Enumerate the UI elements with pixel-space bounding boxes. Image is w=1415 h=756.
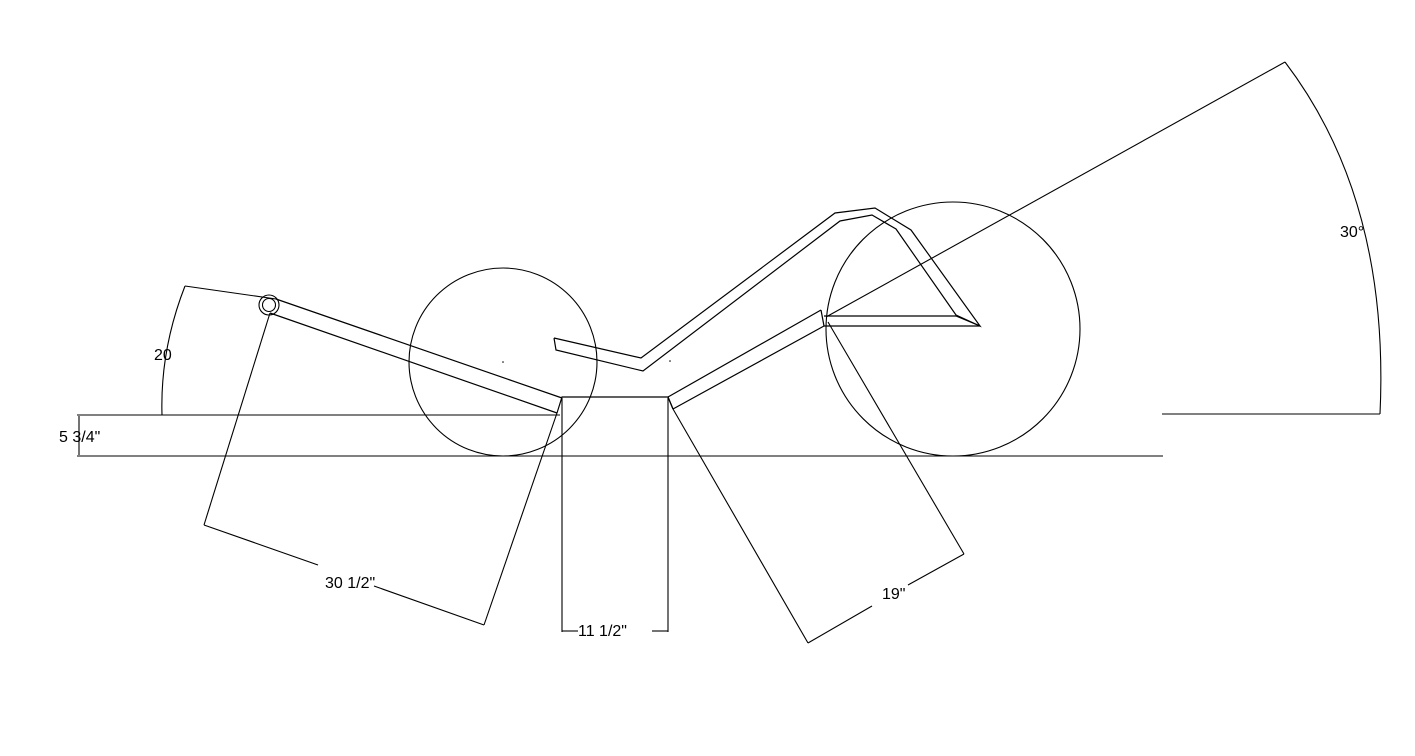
rear-axle-mark <box>502 361 504 363</box>
front-dimension-line-b <box>907 553 965 586</box>
front-ext-line-1 <box>672 408 809 644</box>
rear-dimension-label: 30 1/2" <box>325 575 375 592</box>
rear-tube-bottom <box>269 312 558 414</box>
rear-ext-line-1 <box>203 312 271 526</box>
rear-pivot-inner <box>261 297 277 313</box>
front-tube-bottom <box>672 325 825 410</box>
front-tube-top <box>667 309 822 398</box>
center-dimension-label: 11 1/2" <box>578 623 627 640</box>
head-angle-label: 30° <box>1340 224 1364 241</box>
front-dimension-label: 19" <box>882 586 905 603</box>
center-frame-front-edge <box>667 396 674 410</box>
seat-bracket <box>553 207 982 372</box>
offset-dimension-label: 5 3/4" <box>59 429 100 446</box>
center-frame <box>556 396 674 414</box>
rear-dimension-line-a <box>203 524 319 566</box>
front-ext-line-2 <box>827 321 965 555</box>
center-mark <box>669 360 671 362</box>
front-dimension-line-a <box>807 605 873 644</box>
rear-angle-arc <box>161 285 186 416</box>
rear-ext-line-2 <box>483 412 558 626</box>
fork-end <box>955 315 981 327</box>
rear-tube-top <box>275 298 563 399</box>
head-angle-line <box>825 61 1286 318</box>
front-wheel <box>825 201 1081 457</box>
head-angle-arc <box>1284 61 1382 415</box>
front-tube-end <box>820 309 825 327</box>
rear-dimension-line-b <box>373 585 485 626</box>
rear-angle-label: 20 <box>154 347 172 364</box>
rear-angle-line <box>184 285 277 300</box>
